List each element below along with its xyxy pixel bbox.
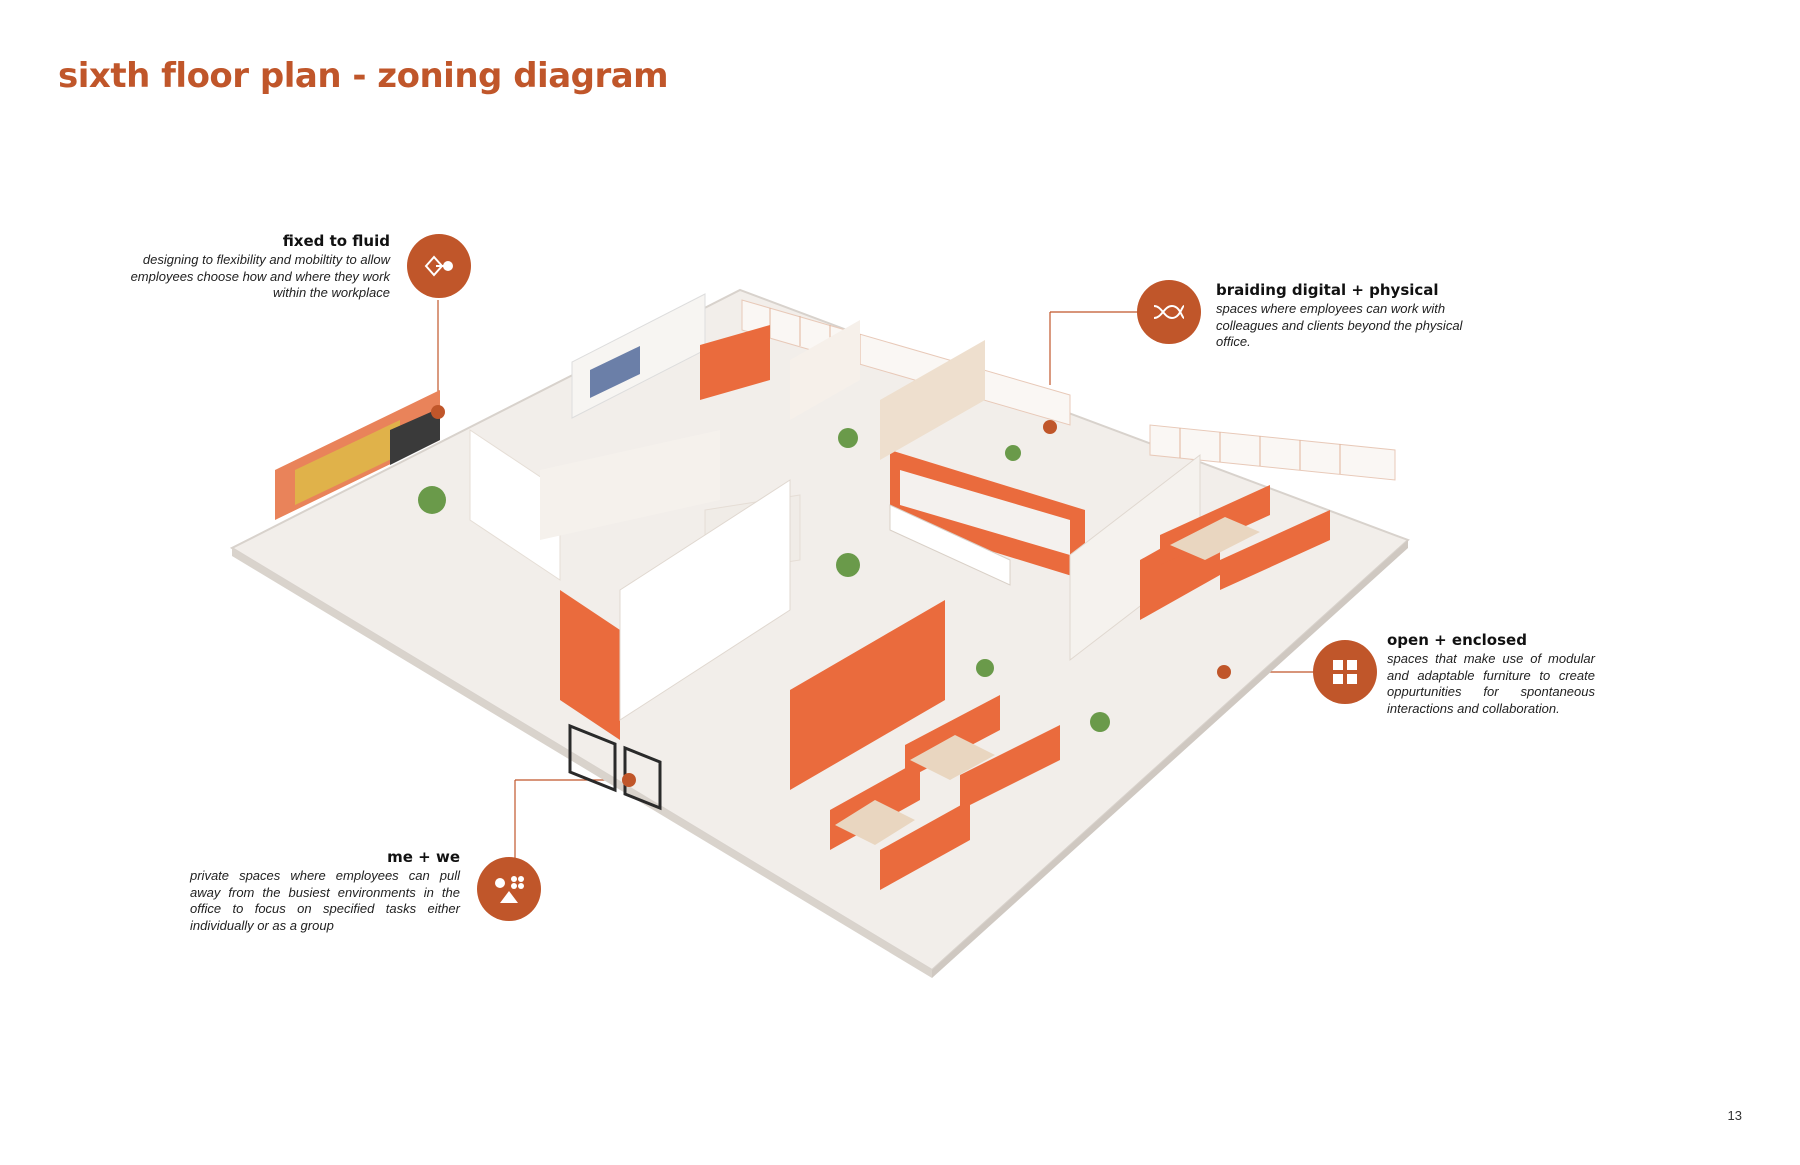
callout-body: private spaces where employees can pull … xyxy=(190,868,460,933)
plants xyxy=(418,428,1110,732)
callout-me-we: me + we private spaces where employees c… xyxy=(190,848,460,934)
marker-dot xyxy=(431,405,445,419)
callout-braiding: braiding digital + physical spaces where… xyxy=(1216,281,1486,351)
marker-dot xyxy=(1043,420,1057,434)
callout-heading: open + enclosed xyxy=(1387,631,1527,649)
grid-icon xyxy=(1313,640,1377,704)
callout-heading: fixed to fluid xyxy=(282,232,390,250)
callout-heading: braiding digital + physical xyxy=(1216,281,1439,299)
fluid-arrows-icon xyxy=(407,234,471,298)
callout-body: spaces where employees can work with col… xyxy=(1216,301,1463,349)
kitchen-island xyxy=(889,504,1011,586)
page-number: 13 xyxy=(1727,1108,1742,1123)
marker-dot xyxy=(622,773,636,787)
callout-body: spaces that make use of modular and adap… xyxy=(1387,651,1595,716)
interior-walls xyxy=(469,320,1220,790)
marker-dot xyxy=(1217,665,1231,679)
page-title: sixth floor plan - zoning diagram xyxy=(58,56,669,96)
window-wall-north xyxy=(741,299,1396,481)
shapes-icon xyxy=(477,857,541,921)
callout-heading: me + we xyxy=(387,848,460,866)
callout-open-enclosed: open + enclosed spaces that make use of … xyxy=(1387,631,1595,717)
callout-fixed-to-fluid: fixed to fluid designing to flexibility … xyxy=(120,232,390,302)
braid-icon xyxy=(1137,280,1201,344)
callout-body: designing to flexibility and mobiltity t… xyxy=(130,252,390,300)
